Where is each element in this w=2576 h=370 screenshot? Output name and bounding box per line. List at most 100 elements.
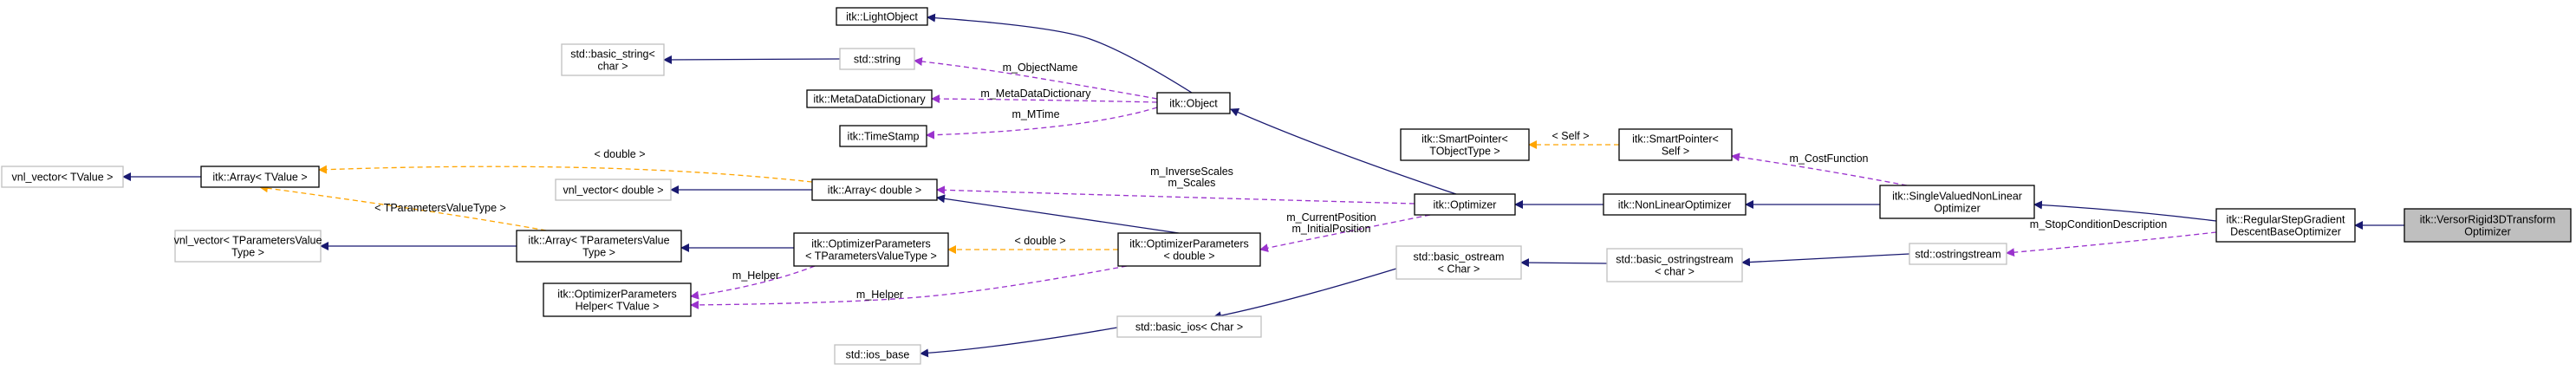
edge-member-object-to-metadatadict bbox=[931, 94, 1158, 104]
class-node-label: Type > bbox=[582, 247, 615, 259]
edge-template-array_tparams-to-array_tvalue bbox=[259, 184, 547, 231]
class-node-vnl_vector_tparams[interactable]: vnl_vector< TParametersValueType > bbox=[174, 230, 322, 263]
class-node-ios_base[interactable]: std::ios_base bbox=[834, 344, 921, 365]
class-node-label: vnl_vector< double > bbox=[563, 185, 663, 197]
class-node-basic_string[interactable]: std::basic_string<char > bbox=[561, 43, 665, 76]
class-node-smartptr_self[interactable]: itk::SmartPointer<Self > bbox=[1618, 128, 1733, 161]
class-node-array_double[interactable]: itk::Array< double > bbox=[811, 179, 938, 201]
class-node-box[interactable] bbox=[1117, 232, 1261, 267]
class-node-box[interactable] bbox=[543, 282, 692, 317]
edge-label: m_CostFunction bbox=[1789, 153, 1868, 165]
class-node-box[interactable] bbox=[1879, 185, 2035, 219]
class-node-label: itk::NonLinearOptimizer bbox=[1618, 199, 1732, 211]
class-node-label: std::string bbox=[854, 54, 901, 66]
class-node-label: < char > bbox=[1655, 266, 1695, 278]
class-node-regularstep[interactable]: itk::RegularStepGradientDescentBaseOptim… bbox=[2215, 208, 2356, 243]
class-node-box[interactable] bbox=[1414, 193, 1516, 216]
class-node-vnl_vector_double[interactable]: vnl_vector< double > bbox=[555, 179, 672, 201]
class-node-object[interactable]: itk::Object bbox=[1156, 92, 1231, 114]
class-node-label: itk::OptimizerParameters bbox=[1129, 238, 1249, 250]
class-node-timestamp[interactable]: itk::TimeStamp bbox=[839, 125, 927, 147]
class-node-box[interactable] bbox=[1156, 92, 1231, 114]
edge-inheritance-basic_ostream-to-basic_ios bbox=[1213, 268, 1397, 321]
edge-label: < double > bbox=[1014, 235, 1065, 247]
class-node-box[interactable] bbox=[200, 166, 320, 188]
class-node-box[interactable] bbox=[1603, 193, 1747, 216]
class-node-box[interactable] bbox=[1909, 243, 2007, 265]
class-node-label: char > bbox=[597, 61, 628, 73]
class-node-box[interactable] bbox=[839, 125, 927, 147]
edge-inheritance-ostringstream-to-basic_ostringstream bbox=[1741, 253, 1910, 267]
edge-inheritance-object-to-lightobject bbox=[927, 13, 1193, 94]
class-node-box[interactable] bbox=[811, 179, 938, 201]
class-node-basic_ostream[interactable]: std::basic_ostream< Char > bbox=[1395, 245, 1522, 280]
class-node-string[interactable]: std::string bbox=[839, 48, 915, 70]
class-node-label: itk::Optimizer bbox=[1434, 199, 1497, 211]
class-node-lightobject[interactable]: itk::LightObject bbox=[836, 7, 928, 26]
class-node-label: itk::SmartPointer< bbox=[1632, 133, 1719, 146]
class-node-label: std::ostringstream bbox=[1915, 249, 2000, 261]
class-node-label: itk::Array< TValue > bbox=[212, 172, 307, 184]
class-node-array_tparams[interactable]: itk::Array< TParametersValueType > bbox=[516, 230, 682, 263]
edge-member-object-to-string bbox=[914, 57, 1158, 100]
class-node-label: itk::SingleValuedNonLinear bbox=[1892, 191, 2022, 203]
class-node-label: Optimizer bbox=[1934, 203, 1980, 215]
class-node-basic_ios[interactable]: std::basic_ios< Char > bbox=[1116, 315, 1262, 338]
class-node-nonlinear[interactable]: itk::NonLinearOptimizer bbox=[1603, 193, 1747, 216]
class-node-box[interactable] bbox=[555, 179, 672, 201]
class-node-box[interactable] bbox=[516, 230, 682, 263]
class-node-box[interactable] bbox=[2215, 208, 2356, 243]
class-node-ostringstream[interactable]: std::ostringstream bbox=[1909, 243, 2007, 265]
class-node-label: DescentBaseOptimizer bbox=[2230, 226, 2341, 238]
class-node-label: Helper< TValue > bbox=[576, 301, 660, 313]
class-node-optimizer[interactable]: itk::Optimizer bbox=[1414, 193, 1516, 216]
class-node-box[interactable] bbox=[174, 230, 322, 263]
edge-member-singlevalued-to-smartptr_self bbox=[1731, 153, 1908, 186]
edge-label: m_Helper bbox=[856, 289, 903, 301]
class-node-label: itk::VersorRigid3DTransform bbox=[2420, 214, 2556, 226]
class-node-box[interactable] bbox=[839, 48, 915, 70]
class-node-label: itk::Object bbox=[1169, 98, 1218, 110]
edge-label: < Self > bbox=[1551, 130, 1589, 142]
class-node-box[interactable] bbox=[561, 43, 665, 76]
class-node-smartptr_t[interactable]: itk::SmartPointer<TObjectType > bbox=[1400, 128, 1530, 161]
class-node-basic_ostringstream[interactable]: std::basic_ostringstream< char > bbox=[1606, 248, 1743, 282]
class-node-label: itk::OptimizerParameters bbox=[557, 289, 677, 301]
edge-label: m_StopConditionDescription bbox=[2030, 218, 2167, 230]
edge-inheritance-basic_ios-to-ios_base bbox=[920, 327, 1118, 358]
edge-inheritance-regularstep-to-singlevalued bbox=[2033, 200, 2217, 222]
class-node-box[interactable] bbox=[2404, 208, 2572, 243]
class-node-optparams_double[interactable]: itk::OptimizerParameters< double > bbox=[1117, 232, 1261, 267]
class-node-box[interactable] bbox=[1400, 128, 1530, 161]
class-node-label: itk::Array< TParametersValue bbox=[528, 235, 669, 247]
class-node-box[interactable] bbox=[806, 89, 933, 108]
class-node-box[interactable] bbox=[834, 344, 921, 365]
class-node-label: Type > bbox=[231, 247, 264, 259]
class-node-box[interactable] bbox=[1, 166, 124, 188]
edge-inheritance-optimizer-to-object bbox=[1230, 108, 1457, 195]
edge-template-array_double-to-array_tvalue bbox=[318, 165, 813, 183]
class-node-label: std::ios_base bbox=[846, 349, 910, 361]
class-node-label: itk::MetaDataDictionary bbox=[813, 94, 926, 106]
edge-label: m_CurrentPosition bbox=[1286, 211, 1376, 224]
class-node-label: itk::LightObject bbox=[846, 11, 918, 23]
edge-inheritance-optparams_double-to-array_double bbox=[936, 194, 1180, 234]
class-node-box[interactable] bbox=[1116, 315, 1262, 338]
class-node-box[interactable] bbox=[1606, 248, 1743, 282]
class-node-box[interactable] bbox=[1395, 245, 1522, 280]
class-node-box[interactable] bbox=[1618, 128, 1733, 161]
class-node-label: < Char > bbox=[1438, 263, 1480, 276]
class-node-optparams_t[interactable]: itk::OptimizerParameters< TParametersVal… bbox=[793, 232, 949, 267]
class-node-box[interactable] bbox=[836, 7, 928, 26]
class-node-vnl_vector_tvalue[interactable]: vnl_vector< TValue > bbox=[1, 166, 124, 188]
class-node-label: std::basic_string< bbox=[570, 49, 655, 61]
class-node-box[interactable] bbox=[793, 232, 949, 267]
class-node-label: < double > bbox=[1163, 250, 1214, 263]
edge-label: < double > bbox=[594, 148, 645, 160]
class-node-metadatadict[interactable]: itk::MetaDataDictionary bbox=[806, 89, 933, 108]
class-node-array_tvalue[interactable]: itk::Array< TValue > bbox=[200, 166, 320, 188]
